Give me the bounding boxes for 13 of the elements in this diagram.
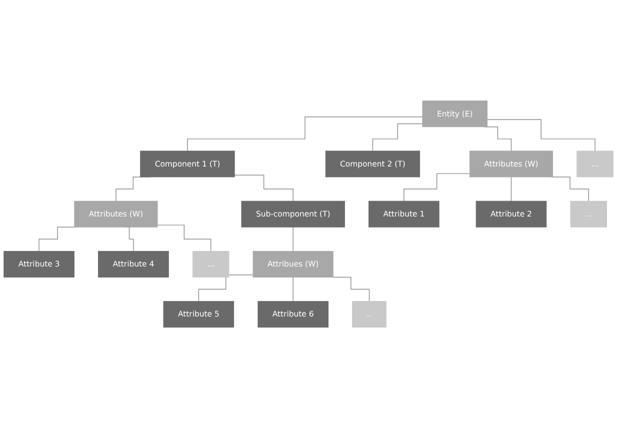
connector [234,175,294,202]
connector [486,120,596,152]
connector [187,116,423,152]
connector [404,174,470,202]
connector [332,277,370,302]
connector [551,177,589,202]
connector [198,274,254,302]
connector [38,227,76,252]
connector [510,177,512,202]
connector [157,225,212,252]
connector [292,227,294,252]
connector [292,277,294,302]
connector [372,124,423,152]
